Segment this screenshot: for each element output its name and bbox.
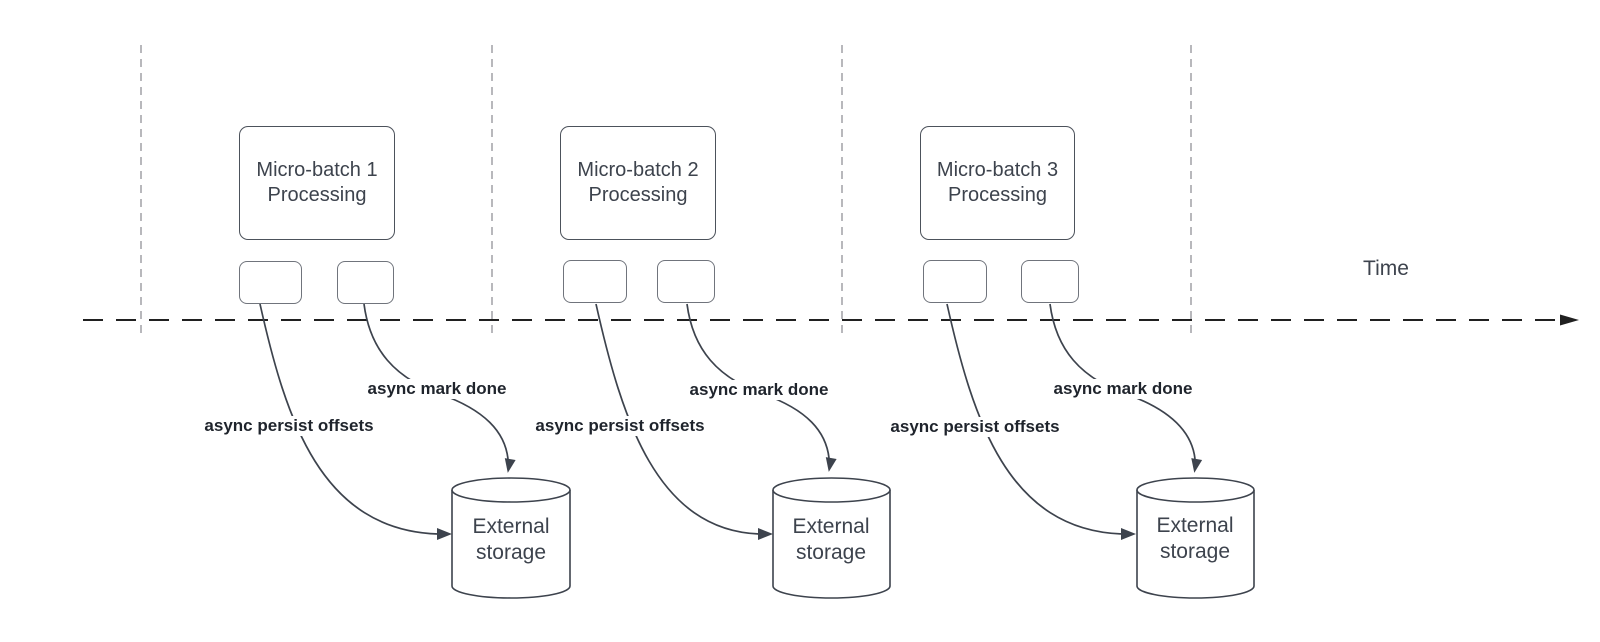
micro-batch-1-processing-box: Micro-batch 1 Processing [239, 126, 395, 240]
cylinder-body [1136, 490, 1255, 599]
persist-offsets-arrowhead-icon [1121, 528, 1136, 540]
mark-done-label: async mark done [686, 380, 832, 400]
cylinder-top [1136, 477, 1255, 503]
persist-offsets-arrowhead-icon [437, 528, 452, 540]
external-storage-cylinder-3 [1136, 477, 1255, 599]
external-storage-label: External storage [792, 515, 870, 564]
mark-done-arrowhead-icon [504, 458, 516, 473]
mark-done-arrowhead-icon [1191, 458, 1203, 473]
cylinder-body [451, 490, 571, 599]
persist-offsets-label: async persist offsets [201, 416, 377, 436]
external-storage-label: External storage [1156, 514, 1234, 563]
persist-offsets-arrowhead-icon [758, 528, 773, 540]
persist-offsets-label: async persist offsets [887, 417, 1063, 437]
cylinder-body [772, 490, 891, 599]
external-storage-label: External storage [472, 515, 550, 564]
cylinder-top [772, 477, 891, 503]
persist-offsets-arrow [595, 303, 760, 535]
micro-batch-3-processing-box: Micro-batch 3 Processing [920, 126, 1075, 240]
panel-3-right-task-box [1021, 260, 1079, 303]
panel-2-right-task-box [657, 260, 715, 303]
persist-offsets-arrow [946, 303, 1123, 535]
mark-done-label: async mark done [1050, 379, 1196, 399]
cylinder-top [451, 477, 571, 503]
panel-1-left-task-box [239, 261, 302, 304]
mark-done-arrowhead-icon [825, 457, 837, 472]
panel-2-left-task-box [563, 260, 627, 303]
panel-3-left-task-box [923, 260, 987, 303]
micro-batch-2-processing-box: Micro-batch 2 Processing [560, 126, 716, 240]
mark-done-label: async mark done [364, 379, 510, 399]
panel-1-right-task-box [337, 261, 394, 304]
persist-offsets-arrow [259, 303, 439, 535]
external-storage-cylinder-2 [772, 477, 891, 599]
time-label: Time [1363, 257, 1409, 280]
time-axis-arrowhead-icon [1560, 314, 1579, 326]
persist-offsets-label: async persist offsets [532, 416, 708, 436]
external-storage-cylinder-1 [451, 477, 571, 599]
